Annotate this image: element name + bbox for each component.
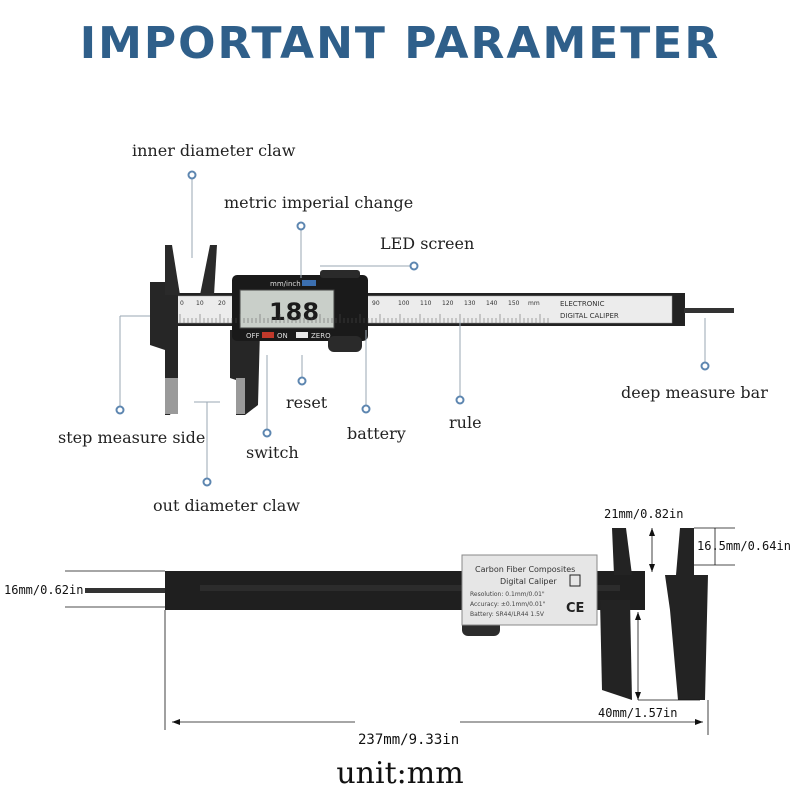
dim-jaw-depth: 40mm/1.57in [598, 706, 678, 720]
scale-mark-label: 0 [180, 300, 184, 307]
dim-jaw-tip: 16.5mm/0.64in [697, 539, 791, 553]
lower-jaw-right [665, 575, 708, 700]
scale-mark-label: 150 [508, 300, 520, 307]
accuracy-text: Accuracy: ±0.1mm/0.01" [470, 601, 546, 608]
label-step-measure-side: step measure side [58, 428, 206, 447]
zero-button [296, 332, 308, 338]
deep-measure-bar [684, 308, 734, 313]
dim-total-length: 237mm/9.33in [358, 732, 460, 748]
mm-inch-button [302, 280, 316, 286]
scale-mark-label: 110 [420, 300, 432, 307]
sliding-jaw-face [236, 378, 245, 414]
dim-bar-height: 16mm/0.62in [4, 583, 84, 597]
scale-marks: 0 10 20 90 100 110 120 130 140 150 mm [179, 300, 549, 323]
lcd-reading: 188 [269, 298, 319, 326]
brand-line-2: DIGITAL CALIPER [560, 312, 619, 320]
resolution-text: Resolution: 0.1mm/0.01" [470, 591, 545, 598]
caliper-bottom: Carbon Fiber Composites Digital Caliper … [85, 528, 708, 700]
label-battery: battery [347, 424, 406, 443]
label-line-2: Digital Caliper [500, 577, 557, 586]
depth-rod [85, 588, 170, 593]
label-rule: rule [449, 413, 482, 432]
ce-mark: CE [566, 601, 584, 616]
inner-claw-fixed [165, 245, 180, 295]
beam-groove [200, 585, 620, 591]
lcd-screen [239, 289, 335, 329]
thumb-roller [328, 336, 362, 352]
caliper-top: 188 mm/inch OFF ON ZERO 0 10 20 90 100 110 120… [150, 245, 734, 415]
scale-mark-label: 100 [398, 300, 410, 307]
step-face [165, 378, 178, 414]
dimension-arrows [172, 528, 703, 725]
upper-jaw-left [612, 528, 632, 575]
page-title: IMPORTANT PARAMETER [79, 18, 721, 69]
zero-label: ZERO [311, 332, 331, 340]
unit-label: unit:mm [336, 756, 464, 791]
label-metric-imperial-change: metric imperial change [224, 193, 414, 212]
scale-mark-label: 90 [372, 300, 380, 307]
off-label: OFF [246, 332, 260, 340]
label-inner-diameter-claw: inner diameter claw [132, 141, 296, 160]
scale-mark-label: 130 [464, 300, 476, 307]
label-reset: reset [286, 393, 328, 412]
brand-line-1: ELECTRONIC [560, 300, 605, 308]
scale-mark-label: mm [528, 300, 540, 307]
scale-mark-label: 120 [442, 300, 454, 307]
on-label: ON [277, 332, 288, 340]
label-switch: switch [246, 443, 299, 462]
leader-dots [115, 170, 710, 487]
scale-mark-label: 10 [196, 300, 204, 307]
label-deep-measure-bar: deep measure bar [621, 383, 768, 402]
lower-jaw-left [600, 600, 632, 700]
label-line-1: Carbon Fiber Composites [475, 565, 575, 574]
scale-mark-label: 140 [486, 300, 498, 307]
label-plate [461, 554, 598, 626]
battery-cover [320, 270, 360, 278]
power-button [262, 332, 274, 338]
scale-mark-label: 20 [218, 300, 226, 307]
label-led-screen: LED screen [380, 234, 475, 253]
dim-jaw-gap: 21mm/0.82in [604, 507, 684, 521]
recycle-mark [569, 574, 581, 587]
inner-claw-slider [200, 245, 217, 295]
label-out-diameter-claw: out diameter claw [153, 496, 300, 515]
mm-inch-label: mm/inch [270, 280, 301, 288]
leader-lines [119, 175, 706, 482]
battery-spec-text: Battery: SR44/LR44 1.5V [470, 611, 545, 618]
dimension-lines [65, 527, 735, 735]
upper-jaw-right [676, 528, 694, 575]
